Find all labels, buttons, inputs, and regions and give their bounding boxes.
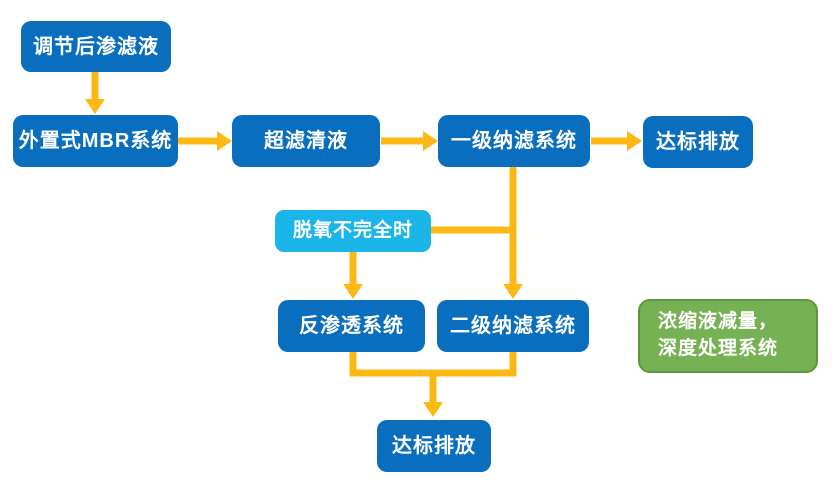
node-reverse-osmosis-system: 反渗透系统 [278,300,425,352]
node-uf-clear-liquid: 超滤清液 [232,115,380,167]
arrowhead-nf1-to-discharge [627,131,642,151]
arrowhead-nf1-to-nf2 [503,284,523,299]
node-discharge-top: 达标排放 [643,116,753,168]
node-external-mbr-system: 外置式MBR系统 [13,115,178,167]
node-adjusted-leachate: 调节后渗滤液 [21,21,171,72]
arrowhead-merge-to-discharge [423,402,443,417]
node-concentrate-reduction: 浓缩液减量， 深度处理系统 [638,299,818,373]
arrowhead-mbr-to-uf [217,131,232,151]
node-discharge-bottom: 达标排放 [377,420,491,472]
node-nf-stage2-system: 二级纳滤系统 [437,300,589,352]
arrowhead-deoxy-to-ro [343,284,363,299]
node-nf-stage1-system: 一级纳滤系统 [438,115,590,167]
arrowhead-uf-to-nf1 [423,131,438,151]
line-merge-ro-nf2 [349,351,517,377]
node-deoxygenation-incomplete: 脱氧不完全时 [275,210,431,252]
arrowhead-adjusted-to-mbr [85,99,105,114]
